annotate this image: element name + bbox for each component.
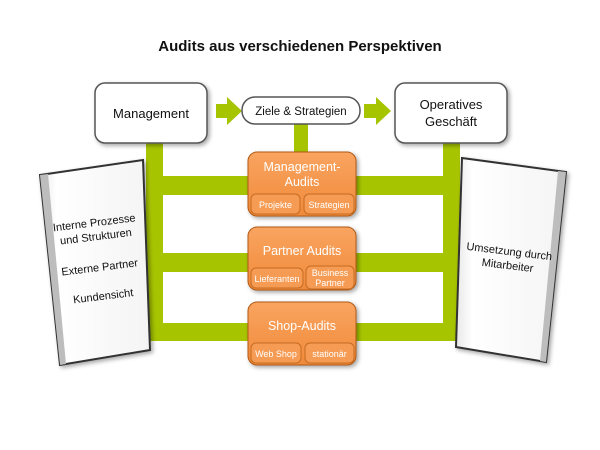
partner-audits-title: Partner Audits	[263, 244, 342, 258]
sub-label-stationaer: stationär	[312, 349, 347, 359]
sub-label-lieferanten: Lieferanten	[254, 274, 299, 284]
management-label: Management	[113, 106, 189, 121]
shop-audits-title: Shop-Audits	[268, 319, 336, 333]
management-audits-title-2: Audits	[285, 175, 320, 189]
ziele-label: Ziele & Strategien	[255, 106, 346, 118]
sub-label-web-shop: Web Shop	[255, 349, 297, 359]
sub-box-lieferanten	[250, 267, 304, 289]
operatives-label-1: Operatives	[420, 97, 483, 112]
diagram-title: Audits aus verschiedenen Perspektiven	[158, 38, 442, 55]
operatives-label-2: Geschäft	[425, 114, 477, 129]
management-audits-title-1: Management-	[263, 160, 340, 174]
management-box: Management	[94, 82, 208, 144]
sub-label-projekte: Projekte	[259, 200, 292, 210]
sub-label-strategien: Strategien	[308, 200, 349, 210]
sub-box-web-shop	[250, 342, 302, 364]
arrow-right-1	[216, 97, 242, 125]
sub-box-strategien	[303, 193, 355, 215]
sub-box-projekte	[250, 193, 301, 215]
ziele-box: Ziele & Strategien	[241, 96, 361, 125]
sub-box-stationaer	[304, 342, 355, 364]
sub-label-business: Business	[312, 268, 349, 278]
arrow-right-2	[364, 97, 391, 125]
operatives-box: Operatives Geschäft	[394, 82, 508, 144]
right-card: Umsetzung durch Mitarbeiter	[454, 156, 568, 364]
sub-label-partner: Partner	[315, 278, 345, 288]
left-card: Interne Prozesse und Strukturen Externe …	[38, 158, 152, 367]
center-post	[294, 121, 308, 153]
sub-box-business-partner	[305, 265, 355, 290]
